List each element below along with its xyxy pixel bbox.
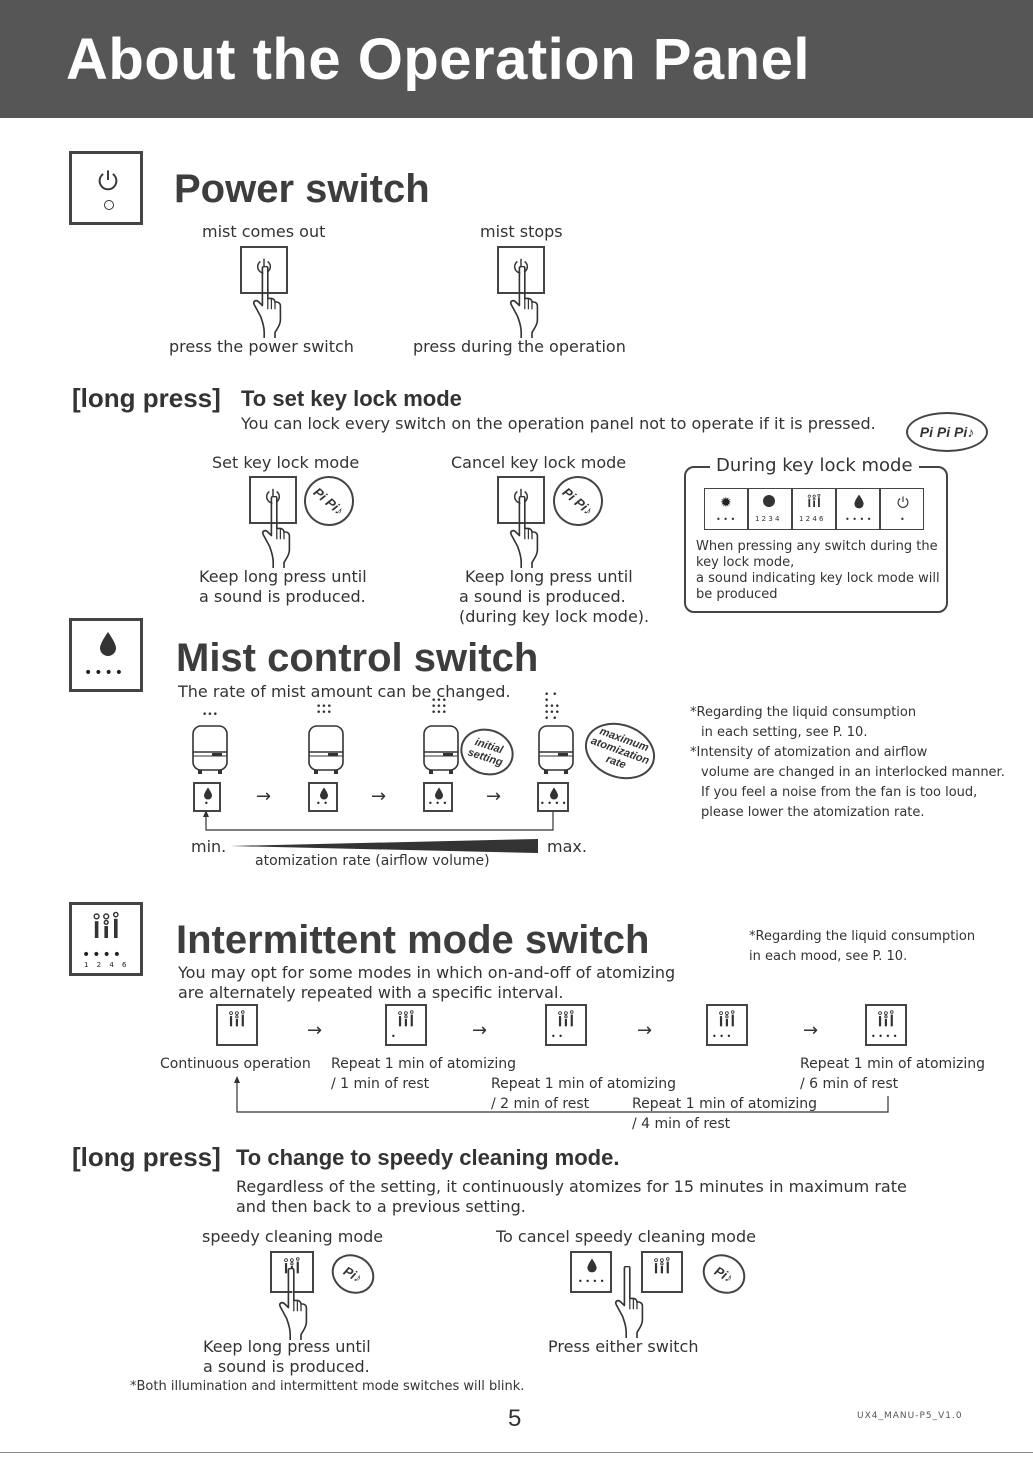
mini-operation-panel: ✹ • • • 1 2 3 4 1 2 4 6 • • • • •: [704, 488, 926, 530]
intermittent-button-2min: • •: [545, 1004, 587, 1046]
intermittent-button-6min: • • • •: [865, 1004, 907, 1046]
arrow-icon: →: [486, 786, 502, 807]
mist-note-2: in each setting, see P. 10.: [701, 725, 868, 740]
mode-1-label-b: / 1 min of rest: [331, 1076, 430, 1092]
mist-note-1: *Regarding the liquid consumption: [690, 705, 917, 720]
mist-control-title: Mist control switch: [176, 636, 539, 680]
hand-press-icon: [503, 266, 543, 338]
arrow-icon: →: [371, 786, 387, 807]
key-lock-heading: To set key lock mode: [241, 386, 462, 411]
intermittent-button-1min: •: [385, 1004, 427, 1046]
keep-long-press-1: Keep long press until: [203, 1337, 371, 1356]
mist-note-3: *Intensity of atomization and airflow: [690, 745, 928, 760]
mode-6-label-b: / 6 min of rest: [800, 1076, 899, 1092]
arrow-icon: →: [307, 1020, 323, 1041]
press-either-label: Press either switch: [548, 1337, 699, 1356]
cleaning-desc-1: Regardless of the setting, it continuous…: [236, 1177, 907, 1196]
arrow-icon: →: [637, 1020, 653, 1041]
long-press-label: [long press]: [72, 383, 221, 413]
header-bar: [0, 0, 1033, 118]
pi-bubble: Pi♪: [324, 1246, 382, 1302]
mist-button-illustration: • • • •: [570, 1251, 612, 1293]
cancel-note-2: a sound is produced.: [459, 587, 626, 606]
hand-press-icon: [272, 1268, 312, 1340]
footer-divider: [0, 1452, 1033, 1453]
min-label: min.: [191, 837, 227, 856]
atomization-wedge: [230, 839, 538, 853]
during-note-2: key lock mode,: [696, 555, 795, 570]
mist-stops-label: mist stops: [480, 222, 563, 241]
cycle-return-line: [203, 810, 554, 831]
document-code: UX4_MANU-P5_V1.0: [857, 1411, 963, 1421]
mode-2-label-a: Repeat 1 min of atomizing: [491, 1076, 677, 1092]
intermittent-desc-2: are alternately repeated with a specific…: [178, 983, 564, 1002]
press-power-label: press the power switch: [169, 337, 354, 356]
intermittent-return-line: [234, 1076, 889, 1113]
during-note-4: be produced: [696, 587, 778, 602]
atomization-rate-label: atomization rate (airflow volume): [255, 853, 490, 869]
during-note-3: a sound indicating key lock mode will: [696, 571, 940, 586]
mist-button-level-4: • • • •: [537, 782, 569, 812]
mode-2-label-b: / 2 min of rest: [491, 1096, 590, 1112]
arrow-icon: →: [803, 1020, 819, 1041]
mist-button-level-3: • • •: [423, 782, 453, 812]
speedy-cleaning-heading: To change to speedy cleaning mode.: [236, 1145, 620, 1170]
blink-note: *Both illumination and intermittent mode…: [130, 1379, 525, 1394]
keep-long-press-2: a sound is produced.: [203, 1357, 370, 1376]
long-press-label-2: [long press]: [72, 1142, 221, 1172]
pi-pi-pi-bubble: Pi Pi Pi♪: [906, 412, 988, 452]
set-key-lock-label: Set key lock mode: [212, 453, 360, 472]
cancel-note-3: (during key lock mode).: [459, 607, 650, 626]
hand-press-icon: [255, 496, 295, 568]
intermittent-button-illustration-2: [641, 1251, 683, 1293]
mist-comes-out-label: mist comes out: [202, 222, 326, 241]
intermittent-switch-icon: •••• 1 2 4 6: [69, 902, 143, 976]
pi-pi-bubble: Pi Pi♪: [542, 465, 614, 537]
mist-button-level-2: • •: [308, 782, 338, 812]
set-note-2: a sound is produced.: [199, 587, 366, 606]
hand-press-icon: [246, 266, 286, 338]
arrow-icon: →: [256, 786, 272, 807]
power-switch-icon: [69, 151, 143, 225]
during-note-1: When pressing any switch during the: [696, 539, 938, 554]
intermittent-button-continuous: [216, 1004, 258, 1046]
mist-note-5: If you feel a noise from the fan is too …: [701, 785, 978, 800]
power-switch-title: Power switch: [174, 167, 430, 211]
press-during-label: press during the operation: [413, 337, 626, 356]
mode-4-label-b: / 4 min of rest: [632, 1116, 731, 1132]
cancel-note-1: Keep long press until: [465, 567, 633, 586]
hand-press-icon: [608, 1266, 648, 1338]
max-label: max.: [547, 837, 587, 856]
intermittent-button-4min: • • •: [706, 1004, 748, 1046]
speedy-cleaning-label: speedy cleaning mode: [202, 1227, 384, 1246]
pi-pi-bubble: Pi Pi♪: [293, 465, 365, 537]
mist-desc: The rate of mist amount can be changed.: [178, 682, 511, 701]
set-note-1: Keep long press until: [199, 567, 367, 586]
key-lock-desc: You can lock every switch on the operati…: [241, 414, 876, 433]
cleaning-desc-2: and then back to a previous setting.: [236, 1197, 526, 1216]
cancel-key-lock-label: Cancel key lock mode: [451, 453, 627, 472]
intermittent-title: Intermittent mode switch: [176, 918, 650, 962]
mode-4-label-a: Repeat 1 min of atomizing: [632, 1096, 818, 1112]
page-title: About the Operation Panel: [66, 27, 810, 92]
intermittent-note-1: *Regarding the liquid consumption: [749, 929, 976, 944]
during-key-lock-title: During key lock mode: [710, 455, 919, 476]
cancel-cleaning-label: To cancel speedy cleaning mode: [496, 1227, 756, 1246]
intermittent-desc-1: You may opt for some modes in which on-a…: [178, 963, 676, 982]
hand-press-icon: [503, 496, 543, 568]
mist-note-4: volume are changed in an interlocked man…: [701, 765, 1005, 780]
mode-6-label-a: Repeat 1 min of atomizing: [800, 1056, 986, 1072]
mode-1-label-a: Repeat 1 min of atomizing: [331, 1056, 517, 1072]
arrow-icon: →: [472, 1020, 488, 1041]
continuous-label: Continuous operation: [160, 1056, 311, 1072]
intermittent-note-2: in each mood, see P. 10.: [749, 949, 908, 964]
mist-switch-icon: ••••: [69, 618, 143, 692]
page-number: 5: [508, 1405, 522, 1432]
pi-bubble: Pi♪: [695, 1246, 753, 1302]
mist-button-level-1: •: [193, 782, 221, 812]
mist-note-6: please lower the atomization rate.: [701, 805, 925, 820]
